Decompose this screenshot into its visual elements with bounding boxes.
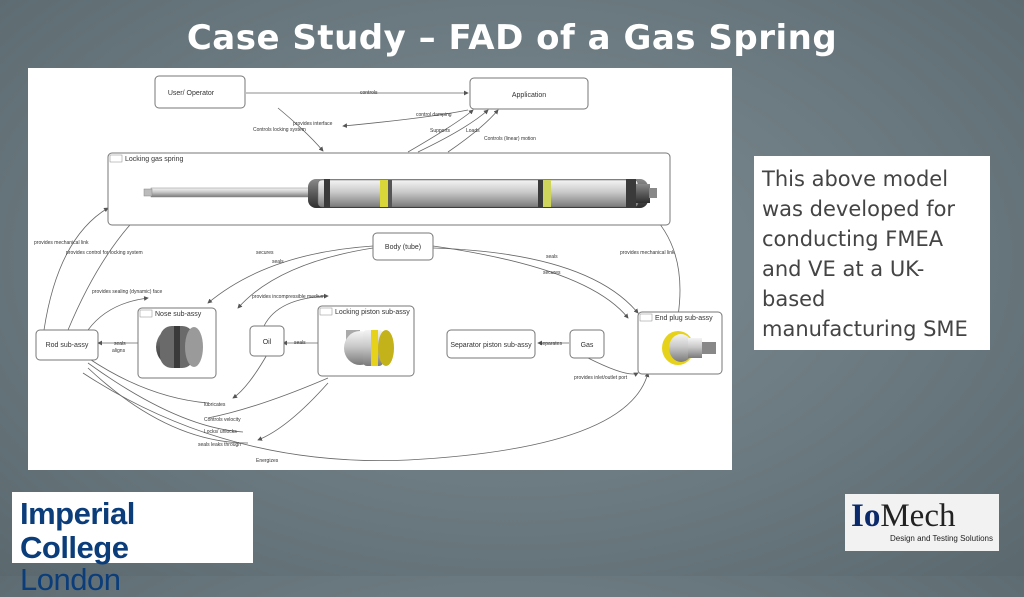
- iomech-io: Io: [851, 498, 881, 534]
- edge-label-controls-locking-system: Controls locking system: [253, 127, 306, 133]
- edge-label-provides-sealing-dynamic-face: provides sealing (dynamic) face: [92, 289, 163, 295]
- node-gas: [569, 329, 605, 359]
- edge-label-provides-mechanical-link-left: provides mechanical link: [34, 240, 89, 246]
- edge-label-provides-mechanical-link-right: provides mechanical link: [620, 250, 675, 256]
- edge-label-seals-1: seals: [272, 259, 284, 265]
- iomech-brand: IoMech: [851, 496, 993, 536]
- node-application-label: Application: [512, 92, 546, 99]
- edge-label-aligns: aligns: [112, 348, 126, 354]
- edge-label-secures-2: secures: [543, 270, 561, 276]
- node-separator-piston-sub-assy: [446, 329, 536, 359]
- node-gas-label: Gas: [581, 342, 594, 349]
- edge-label-provides-inlet-outlet-port: provides inlet/outlet port: [574, 375, 628, 381]
- node-body-tube-label: Body (tube): [385, 244, 421, 251]
- node-rod-sub-assy: [35, 329, 99, 361]
- edge-labels: controls provides interface Controls loc…: [34, 90, 675, 464]
- edge-label-controls-velocity: Controls velocity: [204, 417, 241, 423]
- edge-label-controls: controls: [360, 90, 378, 96]
- connector-lines: [43, 90, 681, 461]
- edge-label-provides-incompressible-medium: provides incompressible medium: [252, 294, 325, 300]
- edge-label-provides-control-for-locking-system: provides control for locking system: [66, 250, 143, 256]
- imperial-logo-line1: Imperial College: [20, 496, 135, 565]
- fad-diagram: User/ Operator Application Locking gas s…: [28, 68, 732, 470]
- edge-label-control-damping: control damping: [416, 112, 452, 118]
- imperial-college-logo: Imperial College London: [12, 492, 253, 595]
- iomech-logo: IoMech Design and Testing Solutions: [845, 494, 999, 551]
- node-application: [469, 77, 589, 110]
- iomech-mech: Mech: [880, 498, 956, 534]
- edge-label-provides-interface: provides interface: [293, 121, 333, 127]
- node-user-operator-label: User/ Operator: [168, 90, 215, 97]
- slide-title: Case Study – FAD of a Gas Spring: [186, 18, 838, 58]
- edge-label-lubricates: lubricates: [204, 402, 226, 408]
- imperial-logo-line2: London: [20, 562, 121, 597]
- edge-label-controls-linear-motion: Controls (linear) motion: [484, 136, 536, 142]
- iomech-tagline: Design and Testing Solutions: [889, 534, 993, 543]
- end-plug-illustration: [662, 331, 716, 365]
- node-locking-piston-sub-assy-label: Locking piston sub-assy: [335, 309, 410, 316]
- edge-label-seals-leaks-through: seals leaks through: [198, 442, 241, 448]
- edge-label-energizes: Energizes: [256, 458, 279, 464]
- edge-label-secures-1: secures: [256, 250, 274, 256]
- edge-label-separates: separates: [540, 341, 562, 347]
- edge-label-supports: Supports: [430, 128, 451, 134]
- description-note: This above model was developed for condu…: [754, 156, 990, 350]
- locking-piston-illustration: [344, 330, 394, 366]
- edge-label-locks-unlocks: Locks/ unlocks: [204, 429, 237, 435]
- node-end-plug-sub-assy-label: End plug sub-assy: [655, 315, 713, 322]
- node-separator-piston-sub-assy-label: Separator piston sub-assy: [450, 342, 532, 349]
- edge-label-loads: Loads: [466, 128, 480, 134]
- node-oil: [249, 325, 285, 357]
- edge-label-seals-2: seals: [546, 254, 558, 260]
- gas-spring-illustration: [143, 179, 657, 208]
- edge-label-seals-rod: seals: [114, 341, 126, 347]
- fad-diagram-svg: User/ Operator Application Locking gas s…: [34, 75, 723, 464]
- edge-label-seals-oil: seals: [294, 340, 306, 346]
- node-nose-sub-assy-label: Nose sub-assy: [155, 311, 202, 318]
- node-rod-sub-assy-label: Rod sub-assy: [46, 342, 89, 349]
- node-oil-label: Oil: [263, 339, 272, 346]
- node-user-operator: [154, 75, 246, 109]
- node-locking-gas-spring-label: Locking gas spring: [125, 156, 183, 163]
- nose-part-illustration: [156, 326, 203, 368]
- node-body-tube: [372, 232, 434, 261]
